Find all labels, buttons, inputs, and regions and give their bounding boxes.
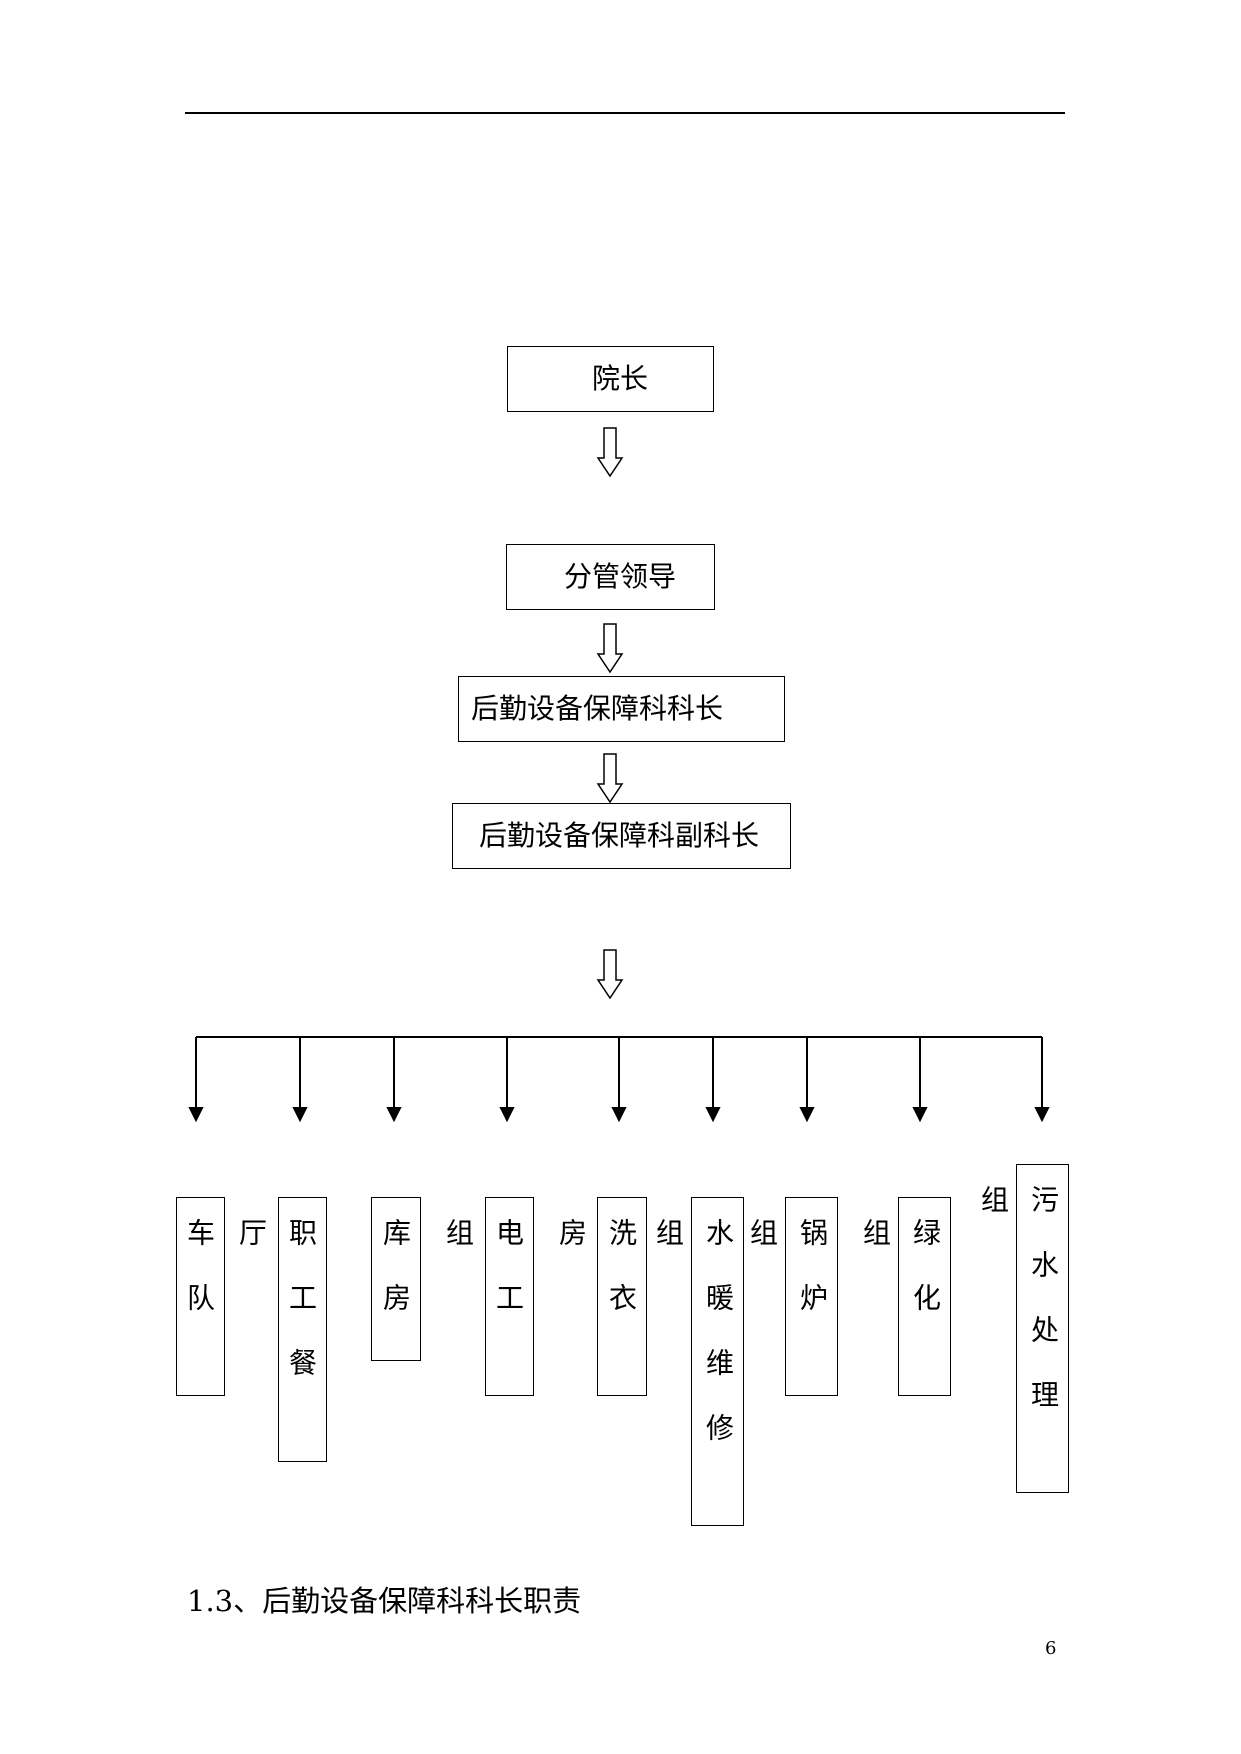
hollow-arrow-1: [596, 427, 624, 478]
box-president: 院长: [507, 346, 714, 412]
unit-box-sewage-treatment-team: 污水处理组: [977, 1164, 1069, 1493]
unit-label: 电工组: [442, 1218, 525, 1348]
unit-box-electrician-team: 电工组: [442, 1197, 534, 1396]
unit-box-boiler-team: 锅炉组: [746, 1197, 838, 1396]
page-number: 6: [1045, 1638, 1057, 1659]
branch-arrows: [188, 1037, 1050, 1123]
box-deputy-section-chief-label: 后勤设备保障科副科长: [479, 819, 760, 852]
hollow-arrow-4: [596, 949, 624, 1000]
unit-box-plumbing-repair-team: 水暖维修组: [652, 1197, 744, 1526]
unit-box-motorcade: 车队: [176, 1197, 225, 1396]
box-supervising-leader-label: 分管领导: [564, 560, 677, 593]
unit-box-staff-canteen: 职工餐厅: [235, 1197, 327, 1462]
box-supervising-leader: 分管领导: [506, 544, 715, 610]
unit-label: 车队: [183, 1218, 216, 1348]
box-section-chief: 后勤设备保障科科长: [458, 676, 785, 742]
unit-label: 绿化组: [859, 1218, 942, 1348]
section-heading: 1.3、后勤设备保障科科长职责: [187, 1584, 582, 1618]
unit-label: 锅炉组: [746, 1218, 829, 1348]
unit-label: 污水处理组: [977, 1185, 1060, 1445]
box-section-chief-label: 后勤设备保障科科长: [471, 692, 724, 725]
unit-box-warehouse: 库房: [371, 1197, 421, 1361]
hollow-arrow-3: [596, 753, 624, 804]
header-rule: [185, 112, 1065, 114]
unit-label: 水暖维修组: [652, 1218, 735, 1478]
box-president-label: 院长: [592, 362, 649, 395]
unit-label: 职工餐厅: [235, 1218, 318, 1413]
unit-box-laundry: 洗衣房: [555, 1197, 647, 1396]
unit-label: 库房: [379, 1218, 412, 1348]
hollow-arrow-2: [596, 623, 624, 674]
unit-box-greening-team: 绿化组: [859, 1197, 951, 1396]
unit-label: 洗衣房: [555, 1218, 638, 1348]
box-deputy-section-chief: 后勤设备保障科副科长: [452, 803, 791, 869]
